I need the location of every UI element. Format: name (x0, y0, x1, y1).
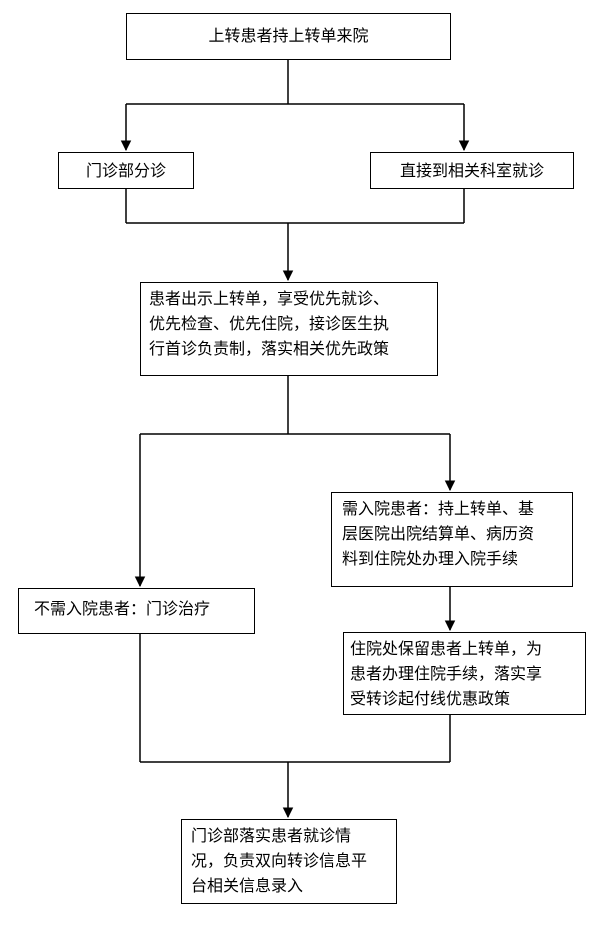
node-needs-admission-line-1: 需入院患者：持上转单、基 (342, 499, 535, 518)
node-start-text: 上转患者持上转单来院 (208, 26, 369, 45)
node-direct-department: 直接到相关科室就诊 (370, 152, 574, 189)
node-show-referral-line-3: 行首诊负责制，落实相关优先政策 (149, 339, 390, 358)
node-show-referral: 患者出示上转单，享受优先就诊、 优先检查、优先住院，接诊医生执 行首诊负责制，落… (140, 282, 438, 376)
node-needs-admission: 需入院患者：持上转单、基 层医院出院结算单、病历资 料到住院处办理入院手续 (331, 492, 573, 587)
node-outpatient-record-line-1: 门诊部落实患者就诊情 (191, 826, 352, 845)
node-outpatient-record: 门诊部落实患者就诊情 况，负责双向转诊信息平 台相关信息录入 (181, 819, 397, 904)
node-show-referral-line-1: 患者出示上转单，享受优先就诊、 (149, 289, 390, 308)
node-outpatient-triage: 门诊部分诊 (58, 152, 194, 189)
node-no-admission-text: 不需入院患者：门诊治疗 (34, 599, 211, 618)
node-admission-office: 住院处保留患者上转单，为 患者办理住院手续，落实享 受转诊起付线优惠政策 (343, 632, 586, 715)
node-outpatient-record-line-2: 况，负责双向转诊信息平 (191, 851, 368, 870)
node-outpatient-record-line-3: 台相关信息录入 (191, 876, 304, 895)
node-admission-office-line-1: 住院处保留患者上转单，为 (350, 639, 543, 658)
node-admission-office-line-3: 受转诊起付线优惠政策 (350, 689, 511, 708)
node-outpatient-triage-text: 门诊部分诊 (85, 161, 166, 180)
node-direct-department-text: 直接到相关科室就诊 (399, 161, 544, 180)
node-start: 上转患者持上转单来院 (126, 13, 451, 60)
node-needs-admission-line-3: 料到住院处办理入院手续 (342, 549, 519, 568)
node-no-admission: 不需入院患者：门诊治疗 (18, 588, 255, 634)
node-needs-admission-line-2: 层医院出院结算单、病历资 (342, 524, 535, 543)
node-show-referral-line-2: 优先检查、优先住院，接诊医生执 (149, 314, 390, 333)
node-admission-office-line-2: 患者办理住院手续，落实享 (350, 664, 543, 683)
